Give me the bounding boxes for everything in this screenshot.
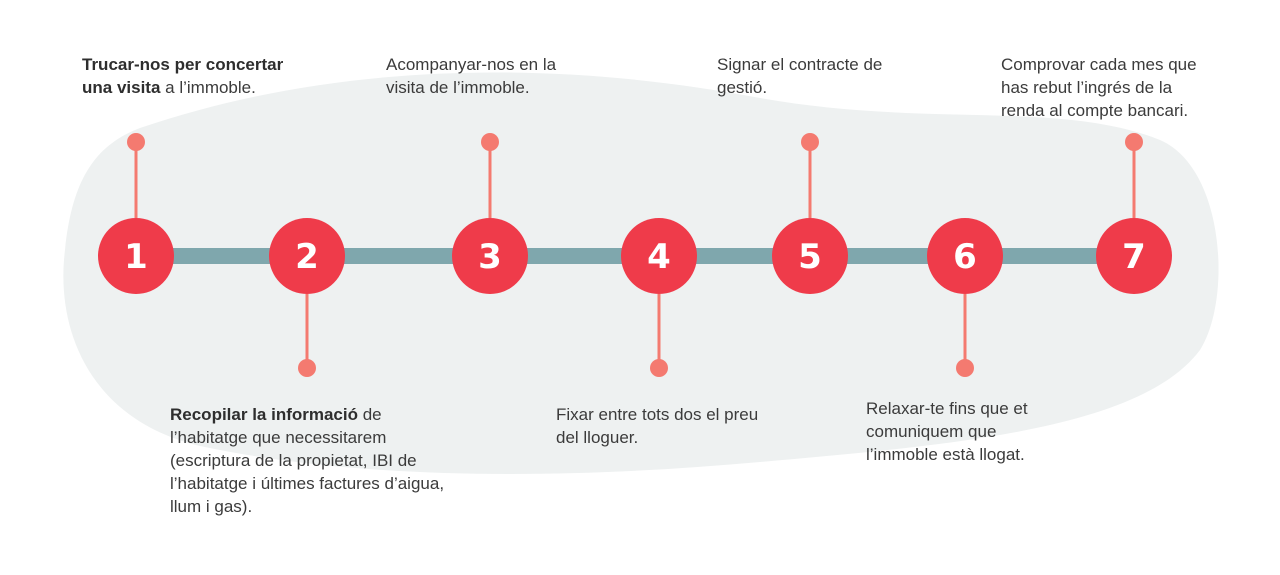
step-1-rest: a l’immoble.	[160, 78, 256, 97]
step-3-node	[452, 218, 528, 294]
step-1-node	[98, 218, 174, 294]
step-7-text: Comprovar cada mes que has rebut l’ingré…	[1001, 53, 1216, 122]
step-4-number: 4	[647, 237, 671, 277]
step-3-dot	[481, 133, 499, 151]
step-1-number: 1	[124, 237, 148, 277]
step-4-node	[621, 218, 697, 294]
step-1-text: Trucar-nos per concertar una visita a l’…	[82, 53, 292, 99]
step-7-node	[1096, 218, 1172, 294]
step-2-text: Recopilar la informació de l’habitatge q…	[170, 403, 450, 518]
step-7-rest: Comprovar cada mes que has rebut l’ingré…	[1001, 55, 1197, 120]
step-7-number: 7	[1122, 237, 1146, 277]
step-5-dot	[801, 133, 819, 151]
step-2-dot	[298, 359, 316, 377]
step-2-node	[269, 218, 345, 294]
step-5-rest: Signar el contracte de gestió.	[717, 55, 883, 97]
step-2-number: 2	[295, 237, 319, 277]
step-2-rest: de l’habitatge que necessitarem (escript…	[170, 405, 445, 516]
step-6-dot	[956, 359, 974, 377]
step-1-dot	[127, 133, 145, 151]
step-1-bold: Trucar-nos per concertar una visita	[82, 55, 284, 97]
step-4-dot	[650, 359, 668, 377]
step-4-text: Fixar entre tots dos el preu del lloguer…	[556, 403, 776, 449]
step-3-number: 3	[478, 237, 502, 277]
steps-layer: 1 2 3 4 5 6 7	[98, 133, 1172, 377]
step-6-rest: Relaxar-te fins que et comuniquem que l’…	[866, 399, 1028, 464]
step-5-text: Signar el contracte de gestió.	[717, 53, 917, 99]
step-4-rest: Fixar entre tots dos el preu del lloguer…	[556, 405, 759, 447]
step-5-node	[772, 218, 848, 294]
step-3-rest: Acompanyar-nos en la visita de l’immoble…	[386, 55, 557, 97]
step-3-text: Acompanyar-nos en la visita de l’immoble…	[386, 53, 596, 99]
step-7-dot	[1125, 133, 1143, 151]
step-6-number: 6	[953, 237, 977, 277]
step-2-bold: Recopilar la informació	[170, 405, 358, 424]
step-6-node	[927, 218, 1003, 294]
step-5-number: 5	[798, 237, 822, 277]
step-6-text: Relaxar-te fins que et comuniquem que l’…	[866, 397, 1066, 466]
